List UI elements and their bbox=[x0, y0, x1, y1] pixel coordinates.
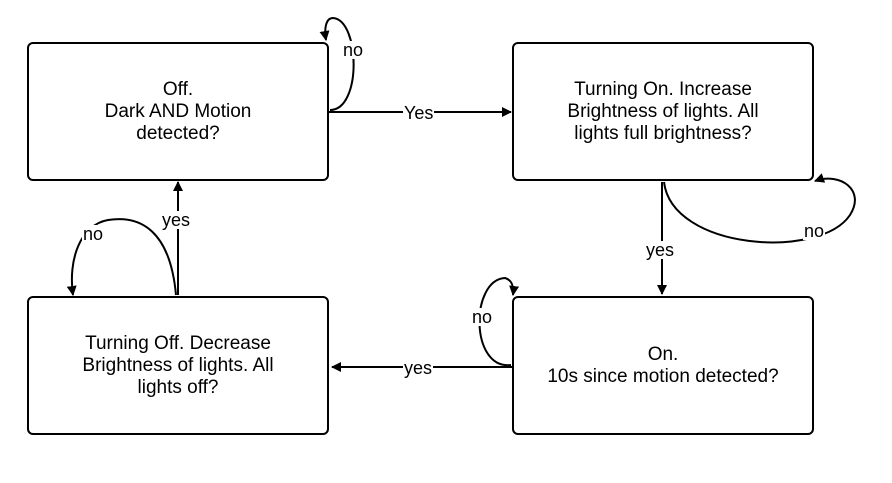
state-on-text: On. 10s since motion detected? bbox=[547, 343, 779, 387]
state-turning-off: Turning Off. Decrease Brightness of ligh… bbox=[27, 296, 329, 435]
loop-turning-off-self bbox=[66, 218, 177, 296]
label-off-self: no bbox=[342, 40, 365, 60]
loop-on-self bbox=[478, 276, 520, 367]
label-turning-on-to-on: yes bbox=[645, 240, 676, 260]
state-turning-on: Turning On. Increase Brightness of light… bbox=[512, 42, 814, 181]
loop-off-self bbox=[319, 16, 355, 111]
state-off-text: Off. Dark AND Motion detected? bbox=[104, 78, 252, 144]
state-turning-off-text: Turning Off. Decrease Brightness of ligh… bbox=[82, 332, 274, 398]
label-on-self: no bbox=[471, 307, 494, 327]
loop-turning-on-self bbox=[663, 173, 856, 244]
label-turning-on-self: no bbox=[803, 221, 826, 241]
label-turning-off-self: no bbox=[82, 224, 105, 244]
state-turning-on-text: Turning On. Increase Brightness of light… bbox=[567, 78, 759, 144]
label-off-to-turning-on: Yes bbox=[403, 103, 435, 123]
state-off: Off. Dark AND Motion detected? bbox=[27, 42, 329, 181]
state-on: On. 10s since motion detected? bbox=[512, 296, 814, 435]
label-on-to-turning-off: yes bbox=[403, 358, 434, 378]
label-turning-off-to-off: yes bbox=[161, 210, 192, 230]
